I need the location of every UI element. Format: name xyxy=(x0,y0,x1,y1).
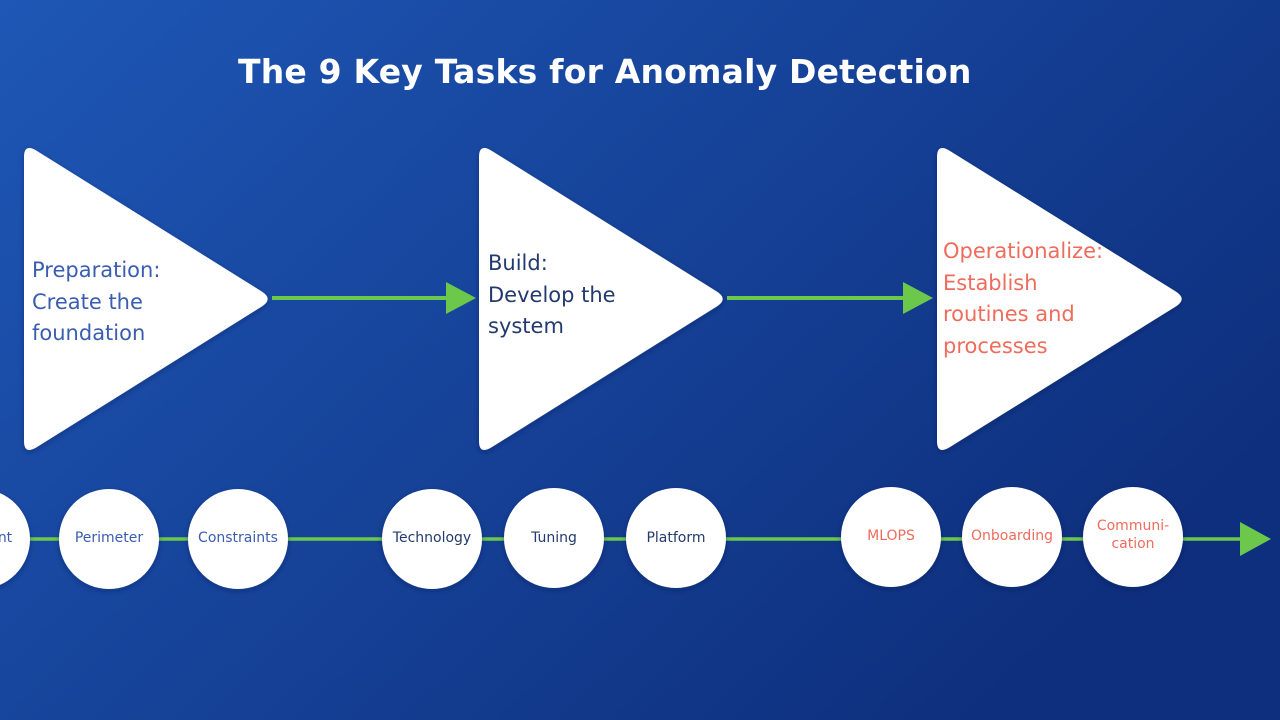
phase-label-line: Develop the xyxy=(488,282,616,307)
phase-label-line: foundation xyxy=(32,321,146,345)
task-circle-7 xyxy=(841,487,941,587)
page-title: The 9 Key Tasks for Anomaly Detection xyxy=(238,52,972,91)
phase-triangle-build xyxy=(479,147,723,451)
task-circle-1 xyxy=(0,493,30,585)
phase-label-preparation: Preparation: Create the foundation xyxy=(32,255,160,350)
task-circle-5 xyxy=(504,488,604,588)
task-label-communication: Communi- cation xyxy=(1096,518,1170,552)
connector-arrow-build-operationalize xyxy=(727,282,933,314)
task-label-onboarding: Onboarding xyxy=(971,528,1053,544)
phase-label-line: Create the xyxy=(32,289,143,314)
phase-label-line: routines and xyxy=(943,302,1075,326)
phase-shapes xyxy=(24,147,1182,451)
task-circle-6 xyxy=(626,488,726,588)
phase-label-line: Operationalize: xyxy=(943,239,1104,263)
timeline-arrowhead xyxy=(1240,522,1271,556)
task-circle-8 xyxy=(962,487,1062,587)
phase-connectors xyxy=(272,282,933,314)
task-label-constraints: Constraints xyxy=(198,530,278,546)
task-circle-3 xyxy=(188,489,288,589)
task-circle-4 xyxy=(382,489,482,589)
task-label-perimeter: Perimeter xyxy=(74,530,144,546)
phase-label-line: system xyxy=(488,314,564,338)
phase-label-line: Preparation: xyxy=(32,258,161,282)
phase-label-build: Build: Develop the system xyxy=(488,248,616,343)
task-label-platform: Platform xyxy=(646,530,706,546)
task-shapes xyxy=(0,487,1183,589)
task-circle-9 xyxy=(1083,487,1183,587)
task-label-tuning: Tuning xyxy=(531,530,577,546)
connector-arrow-preparation-build xyxy=(272,282,476,314)
phase-triangle-operationalize xyxy=(937,147,1182,451)
phase-label-line: Establish xyxy=(943,270,1038,295)
phase-triangle-preparation xyxy=(24,147,268,451)
task-label-mlops: MLOPS xyxy=(867,528,915,544)
task-label-technology: Technology xyxy=(392,530,472,546)
phase-label-line: Build: xyxy=(488,251,548,275)
phase-label-operationalize: Operationalize: Establish routines and p… xyxy=(943,236,1103,362)
task-circle-2 xyxy=(59,489,159,589)
task-label-partial: nt xyxy=(0,530,13,546)
phase-label-line: processes xyxy=(943,333,1048,358)
